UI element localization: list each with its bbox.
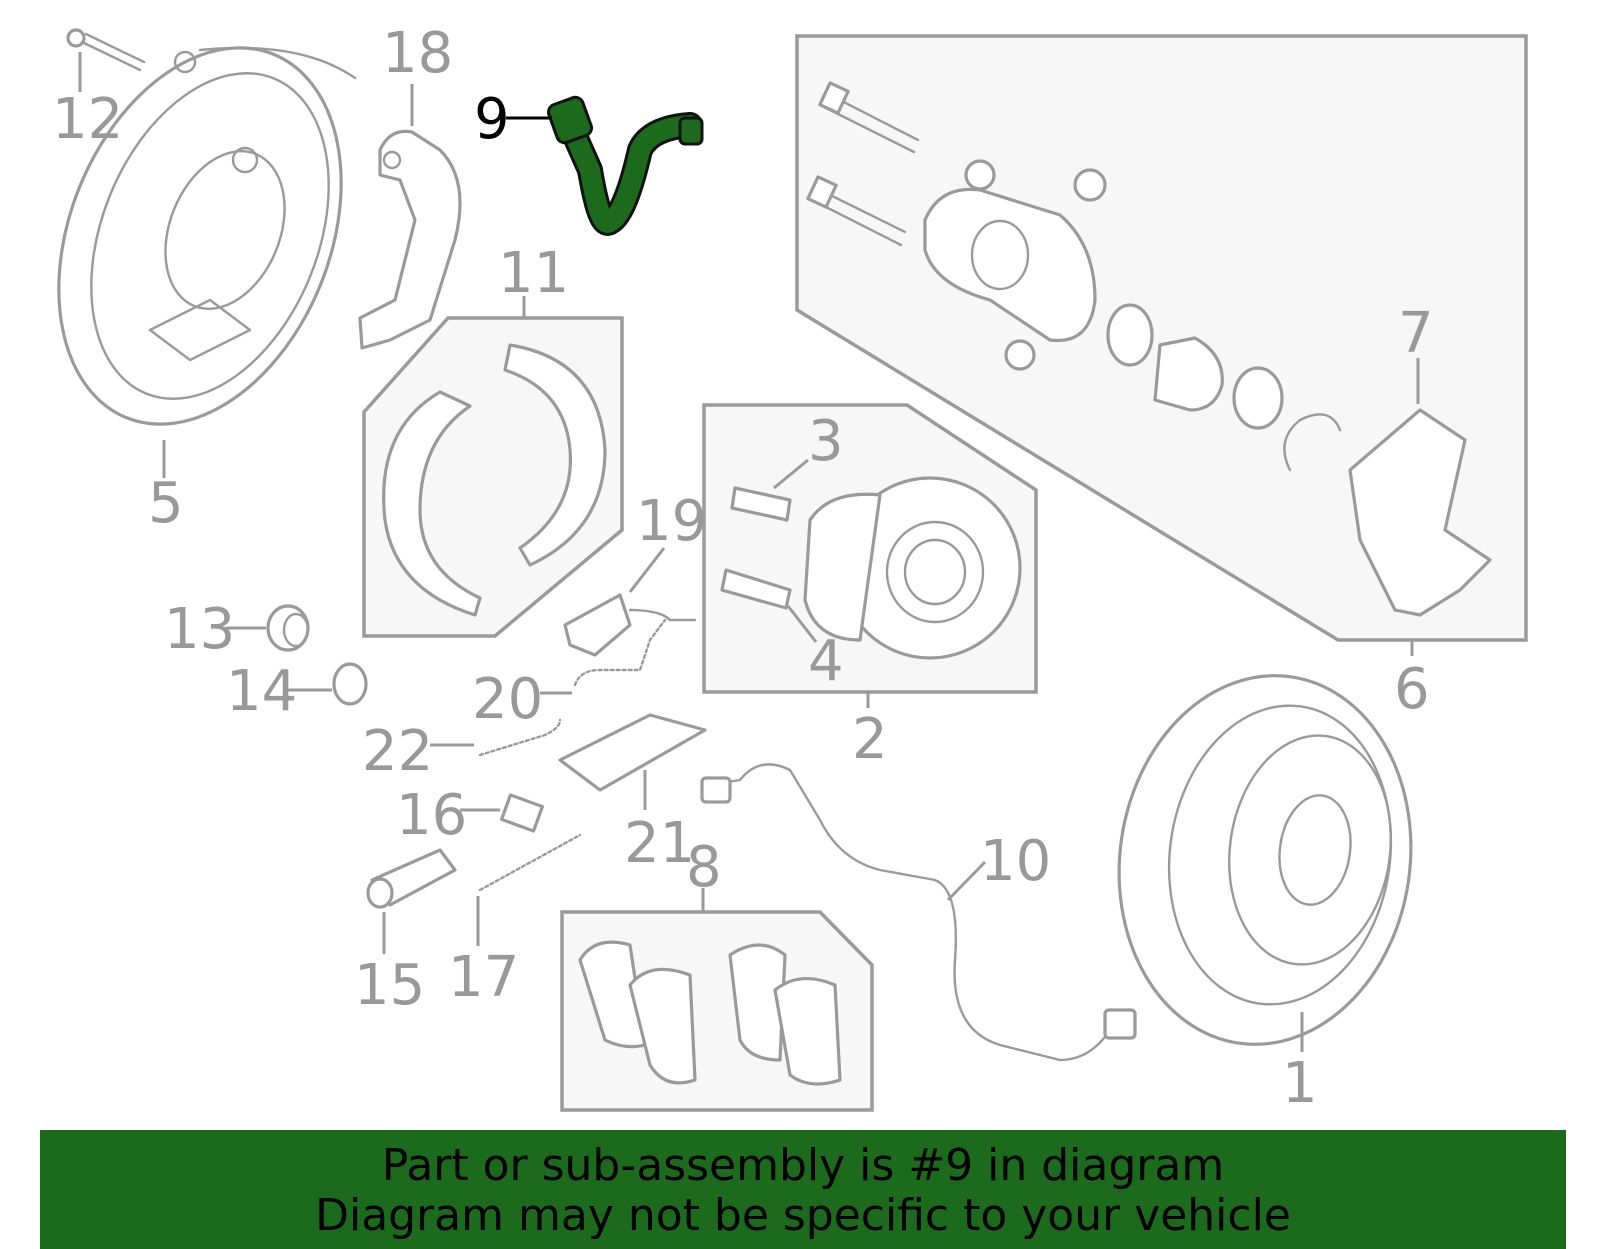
callout-8: 8 bbox=[686, 835, 722, 900]
callout-18: 18 bbox=[382, 21, 453, 86]
shoe-bracket-18-part[interactable] bbox=[358, 129, 462, 350]
callout-19: 19 bbox=[636, 489, 707, 554]
abs-sensor-10-part[interactable] bbox=[700, 763, 1137, 1062]
leader-4 bbox=[786, 605, 818, 643]
caliper-bracket-7-part[interactable] bbox=[1348, 408, 1492, 617]
banner-line-part-number: Part or sub-assembly is #9 in diagram bbox=[381, 1140, 1225, 1191]
callout-21: 21 bbox=[624, 811, 695, 876]
spring-17-part[interactable] bbox=[478, 833, 582, 892]
caliper-6-part[interactable] bbox=[806, 81, 1342, 472]
info-banner: Part or sub-assembly is #9 in diagram Di… bbox=[40, 1130, 1566, 1249]
lever-19-part[interactable] bbox=[563, 593, 697, 657]
callout-2: 2 bbox=[852, 707, 888, 772]
stud-3-part[interactable] bbox=[730, 486, 792, 522]
clip-16-part[interactable] bbox=[499, 793, 545, 833]
leader-3 bbox=[773, 458, 809, 490]
bolt-12-part[interactable] bbox=[66, 28, 146, 72]
callout-6: 6 bbox=[1394, 657, 1430, 722]
callout-4: 4 bbox=[808, 629, 844, 694]
stud-4-part[interactable] bbox=[720, 568, 792, 610]
brake-pads-8-part[interactable] bbox=[578, 940, 842, 1086]
callout-20: 20 bbox=[472, 667, 543, 732]
callout-17: 17 bbox=[448, 945, 519, 1010]
leader-10 bbox=[946, 860, 987, 902]
callout-11: 11 bbox=[498, 241, 569, 306]
callout-15: 15 bbox=[354, 953, 425, 1018]
strut-21-part[interactable] bbox=[558, 713, 707, 792]
spring-20-part[interactable] bbox=[573, 618, 667, 687]
spring-22-part[interactable] bbox=[478, 718, 562, 757]
washer-14-part[interactable] bbox=[332, 662, 368, 706]
brake-shoes-11-part[interactable] bbox=[382, 343, 607, 617]
callout-16: 16 bbox=[396, 783, 467, 848]
leader-19 bbox=[628, 547, 666, 593]
callout-7: 7 bbox=[1398, 301, 1434, 366]
banner-line-disclaimer: Diagram may not be specific to your vehi… bbox=[315, 1190, 1291, 1241]
callout-22: 22 bbox=[362, 719, 433, 784]
spring-cap-13-part[interactable] bbox=[266, 604, 310, 652]
brake-hose-9-part[interactable] bbox=[546, 95, 704, 236]
callout-14: 14 bbox=[226, 659, 297, 724]
callout-3: 3 bbox=[808, 409, 844, 474]
callout-13: 13 bbox=[164, 597, 235, 662]
brake-rotor-1-part[interactable] bbox=[1096, 657, 1435, 1064]
callout-12: 12 bbox=[52, 87, 123, 152]
backing-plate-part[interactable] bbox=[6, 6, 394, 467]
callout-1: 1 bbox=[1282, 1051, 1318, 1116]
callout-9: 9 bbox=[474, 87, 510, 152]
wheel-hub-2-part[interactable] bbox=[803, 476, 1022, 660]
adjuster-15-part[interactable] bbox=[366, 848, 457, 909]
callout-10: 10 bbox=[980, 829, 1051, 894]
callout-5: 5 bbox=[148, 471, 184, 536]
